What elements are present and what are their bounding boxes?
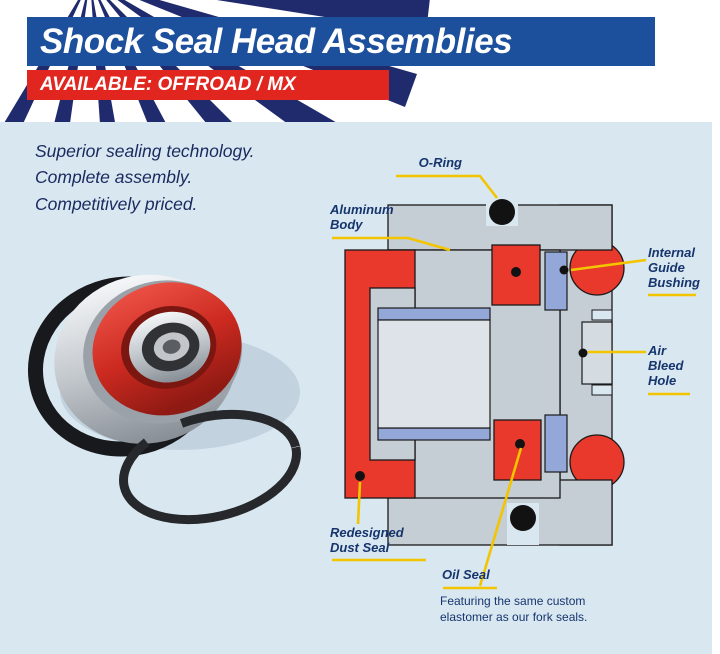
label-internal-guide-bushing: Internal Guide Bushing: [648, 245, 700, 290]
label-oil-seal: Oil Seal: [442, 567, 490, 582]
upper-seal-dot: [511, 267, 521, 277]
content-panel: Superior sealing technology. Complete as…: [0, 122, 712, 654]
label-air-bleed-hole: Air Bleed Hole: [648, 343, 684, 388]
guide-bushing-dot: [559, 265, 569, 275]
bottom-oring: [510, 505, 536, 531]
snap-ring-image: [119, 409, 301, 525]
right-slot-bottom: [591, 384, 613, 396]
shaft-hole: [162, 339, 181, 354]
label-redesigned-dust-seal: Redesigned Dust Seal: [330, 525, 404, 555]
seal-head-image: [27, 274, 301, 525]
oil-seal-dot: [515, 439, 525, 449]
right-slot-top: [591, 309, 613, 321]
oil-seal-note: Featuring the same custom elastomer as o…: [440, 594, 588, 624]
label-aluminum-body: Aluminum Body: [330, 202, 394, 232]
dust-seal-dot: [355, 471, 365, 481]
guide-bushing-bottom: [544, 414, 568, 473]
oil-seal-block: [493, 419, 542, 481]
bore-bushing-top: [377, 307, 491, 321]
product-photo: [5, 212, 335, 542]
header-band: Shock Seal Head Assemblies: [27, 17, 655, 66]
bore-bushing-bottom: [377, 427, 491, 441]
availability-text: AVAILABLE: OFFROAD / MX: [40, 74, 296, 95]
shock-seal-assembly: [27, 274, 243, 457]
marketing-copy: Superior sealing technology. Complete as…: [35, 141, 255, 214]
label-o-ring: O-Ring: [418, 155, 462, 170]
availability-band: AVAILABLE: OFFROAD / MX: [27, 70, 389, 100]
top-oring: [489, 199, 515, 225]
page-title: Shock Seal Head Assemblies: [40, 21, 513, 61]
cross-section-drawing: [332, 174, 696, 590]
shaft-bore: [377, 319, 491, 429]
guide-bushing-top: [544, 251, 568, 311]
leader-lines: [332, 174, 696, 590]
air-bleed-dot: [578, 348, 588, 358]
cross-section-diagram: O-Ring Aluminum Body Internal Guide Bush…: [330, 148, 718, 654]
